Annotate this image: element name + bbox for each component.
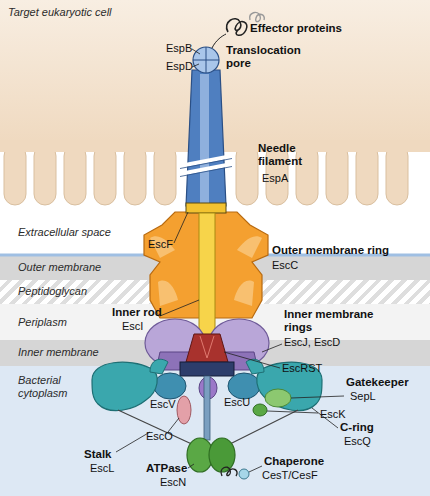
effector-arrow (212, 34, 226, 48)
escv-subunit (228, 373, 260, 399)
part-name: Inner rod (112, 306, 162, 319)
protein-name: SepL (350, 390, 376, 403)
leader-line (249, 466, 262, 472)
protein-name: EscRST (282, 362, 322, 375)
spoke-line (226, 410, 298, 446)
translocation-pore (193, 47, 219, 73)
escv-subunit (154, 373, 186, 399)
needle-filament (186, 70, 226, 206)
protein-name: EscJ, EscD (284, 336, 340, 349)
protein-name: EspB (166, 42, 192, 55)
leader-line (224, 352, 280, 368)
needle-highlight (200, 74, 209, 204)
c-ring-pod (92, 362, 157, 411)
export-apparatus (186, 334, 228, 362)
needle-base (186, 203, 226, 213)
effector-protein (250, 13, 265, 22)
microvillus (34, 145, 56, 205)
protein-name: EscU (224, 396, 250, 409)
leader-line (188, 464, 194, 468)
export-gate (180, 362, 234, 376)
region-label: Peptidoglycan (18, 285, 138, 298)
microvillus (386, 145, 408, 205)
leader-line (267, 411, 318, 413)
esco-subunit (177, 396, 191, 424)
part-name: Translocation pore (226, 44, 308, 70)
protein-name: EscN (160, 476, 186, 489)
protein-name: EscL (90, 462, 114, 475)
part-name: Stalk (84, 448, 112, 461)
c-ring-link (150, 359, 264, 374)
stalk (204, 376, 210, 440)
export-apparatus-detail (200, 336, 214, 358)
leader-line (192, 64, 199, 67)
microvillus (356, 145, 378, 205)
microvillus (94, 145, 116, 205)
protein-name: EscO (146, 430, 173, 443)
region-label: Target eukaryotic cell (8, 6, 208, 19)
part-name: Gatekeeper (346, 376, 409, 389)
protein-name: EscK (320, 408, 346, 421)
protein-name: EscF (148, 238, 173, 251)
protein-name: EscC (272, 259, 298, 272)
leader-line (116, 432, 150, 452)
part-name: Needle filament (258, 142, 320, 168)
part-name: C-ring (340, 421, 374, 434)
part-name: Inner membrane rings (284, 308, 380, 334)
region-label: Extracellular space (18, 226, 138, 239)
chaperone-cargo (221, 467, 237, 476)
part-name: Chaperone (264, 455, 324, 468)
microvillus (4, 145, 26, 205)
region-label: Inner membrane (18, 346, 138, 359)
spoke-line (118, 410, 196, 446)
microvillus (296, 145, 318, 205)
protein-name: EscI (122, 320, 143, 333)
protein-name: EscV (150, 398, 176, 411)
microvillus (236, 145, 258, 205)
part-name: Effector proteins (250, 22, 342, 35)
region-label: Bacterial cytoplasm (18, 374, 88, 399)
protein-name: CesT/CesF (262, 469, 318, 482)
region-label: Outer membrane (18, 261, 138, 274)
leader-line (160, 300, 199, 316)
inner-rod (199, 213, 215, 337)
gatekeeper-protein (265, 389, 291, 407)
leader-lines (116, 49, 344, 472)
protein-name: EscQ (344, 435, 371, 448)
leader-line (174, 212, 188, 243)
leader-line (291, 396, 344, 398)
esck-protein (253, 404, 267, 416)
chaperone (239, 469, 249, 479)
atpase-subunit (209, 438, 235, 472)
effector-protein (227, 19, 247, 36)
microvillus (326, 145, 348, 205)
protein-name: EspD (166, 60, 193, 73)
leader-line (168, 418, 179, 432)
needle-break-edge (180, 159, 232, 177)
leader-line (192, 49, 200, 54)
leader-line (262, 344, 282, 352)
microvillus (154, 145, 176, 205)
c-ring-pod (257, 362, 322, 411)
pore-divider (206, 47, 207, 73)
microvillus (64, 145, 86, 205)
microvillus (124, 145, 146, 205)
part-name: ATPase (146, 462, 187, 475)
part-name: Outer membrane ring (272, 244, 389, 257)
protein-name: EspA (262, 172, 288, 185)
